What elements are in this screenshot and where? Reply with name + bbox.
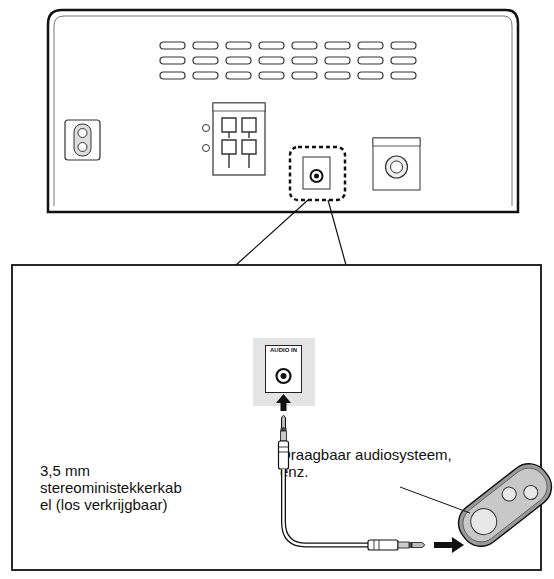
fm-antenna-terminal	[373, 138, 420, 190]
cable-label: 3,5 mm stereoministekkerkab el (los verk…	[40, 462, 190, 513]
ac-inlet	[65, 120, 100, 160]
vent-slot	[160, 42, 185, 49]
portable-audio-device	[499, 484, 519, 504]
zoom-lines	[236, 200, 346, 265]
jack-plate-backing	[253, 338, 315, 406]
fm-antenna-terminal	[386, 156, 408, 178]
insert-arrow-up	[276, 394, 291, 411]
vent-slot	[358, 42, 383, 49]
fm-antenna-terminal	[373, 138, 420, 146]
vent-slot	[259, 42, 284, 49]
label-leader-line	[166, 516, 167, 530]
audio-in-jack-panel	[290, 147, 345, 200]
unit-rear-panel	[48, 10, 518, 212]
jack-label: AUDIO IN	[266, 346, 301, 355]
ac-inlet	[65, 120, 100, 160]
zoom-lines	[236, 200, 346, 265]
vent-slot	[160, 57, 185, 64]
audio-in-jack-panel	[303, 157, 330, 189]
vent-slot	[160, 72, 185, 79]
insert-arrow-right	[434, 537, 464, 553]
ac-inlet	[78, 129, 87, 138]
speaker-terminals	[229, 132, 249, 168]
vent-slot	[358, 72, 383, 79]
vent-slot	[325, 42, 350, 49]
mini-plug-lower	[409, 542, 412, 548]
insert-arrow-right	[434, 537, 464, 553]
mini-plug-lower	[412, 543, 425, 548]
mini-plug-upper	[282, 416, 286, 429]
cable	[284, 469, 369, 545]
vent-slot	[193, 72, 218, 79]
vent-slot	[325, 72, 350, 79]
speaker-terminals	[213, 103, 265, 175]
cable	[284, 469, 369, 545]
portable-audio-device	[521, 483, 541, 503]
vent-slot	[391, 57, 416, 64]
label-leader-line	[166, 516, 167, 530]
ac-inlet	[74, 124, 91, 156]
vent-slot	[259, 57, 284, 64]
mini-plug-upper	[281, 428, 287, 431]
device-label: Draagbaar audiosysteem, enz.	[280, 446, 462, 480]
unit-rear-panel	[48, 10, 518, 212]
vent-slot	[391, 42, 416, 49]
vent-slot	[193, 42, 218, 49]
vent-slot	[391, 72, 416, 79]
vent-slot	[325, 57, 350, 64]
portable-audio-device	[450, 456, 554, 555]
vent-slot	[193, 57, 218, 64]
mini-plug-lower	[368, 540, 425, 550]
vent-slot	[226, 57, 251, 64]
speaker-terminals	[222, 118, 256, 154]
vent-slot	[292, 72, 317, 79]
fm-antenna-terminal	[373, 138, 420, 190]
vent-slot	[259, 72, 284, 79]
audio-in-jack-panel	[290, 147, 345, 200]
portable-audio-device	[450, 456, 554, 555]
audio-in-jack-panel	[314, 174, 319, 179]
leader-line	[400, 487, 470, 513]
ac-inlet	[78, 143, 87, 152]
cable	[284, 469, 369, 545]
speaker-terminals	[203, 145, 210, 152]
vent-slot	[292, 42, 317, 49]
mini-plug-lower	[374, 540, 379, 550]
speaker-terminals	[213, 103, 265, 111]
insert-arrow-up	[276, 394, 291, 411]
inset-frame	[12, 265, 541, 570]
audio-in-jack-panel	[311, 170, 323, 182]
portable-audio-device	[456, 461, 554, 548]
vent-slot	[292, 57, 317, 64]
vent-slot	[226, 72, 251, 79]
leader-line	[400, 487, 470, 513]
portable-audio-device	[465, 503, 501, 539]
jack-plate: AUDIO IN	[265, 345, 302, 393]
fm-antenna-terminal	[391, 161, 403, 173]
mini-plug-lower	[398, 542, 409, 548]
vent-slot	[358, 57, 383, 64]
unit-rear-panel	[54, 16, 512, 206]
speaker-terminals	[203, 125, 210, 132]
ventilation-slots	[160, 42, 416, 79]
vent-slot	[226, 42, 251, 49]
speaker-terminals	[203, 103, 266, 175]
mini-plug-lower	[368, 540, 398, 550]
mini-plug-upper	[281, 431, 287, 441]
